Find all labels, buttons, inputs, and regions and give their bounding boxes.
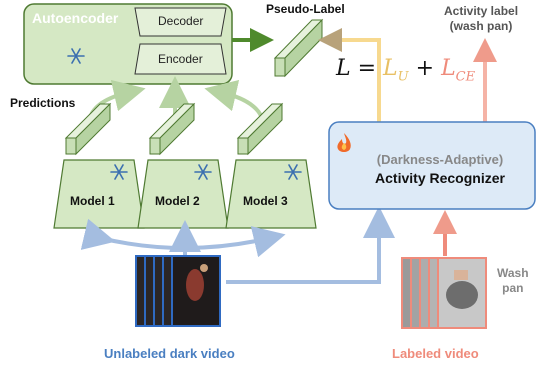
model-2-snowflake-icon <box>194 164 212 180</box>
activity-label-line2: (wash pan) <box>449 19 513 33</box>
wash-pan-line2: pan <box>502 281 524 295</box>
loss-ce-term: LCE <box>441 56 476 85</box>
predictions-label: Predictions <box>10 96 76 110</box>
prediction-vector-1 <box>64 102 112 156</box>
autoencoder-title: Autoencoder <box>32 10 119 26</box>
loss-plus: + <box>415 56 435 81</box>
labeled-video-label: Labeled video <box>392 346 479 361</box>
model-3-block <box>225 159 317 229</box>
model-1-snowflake-icon <box>110 164 128 180</box>
loss-eq: = <box>357 56 377 81</box>
loss-equation: L = LU + LCE <box>336 56 475 84</box>
recognizer-line1: (Darkness-Adaptive) <box>376 152 504 167</box>
model-2-label: Model 2 <box>155 194 200 208</box>
decoder-block <box>134 7 227 37</box>
pseudo-label-title: Pseudo-Label <box>266 2 345 16</box>
prediction-vector-2 <box>148 102 196 156</box>
fire-icon <box>337 133 351 152</box>
wash-pan-label: Wash pan <box>497 266 529 296</box>
loss-ce-subscript: CE <box>455 69 476 85</box>
decoder-label: Decoder <box>158 14 204 28</box>
loss-ce-symbol: L <box>441 56 456 81</box>
prediction-vector-3 <box>236 102 284 156</box>
snowflake-icon <box>67 48 85 64</box>
pseudo-label-vector <box>273 18 324 78</box>
activity-label-line1: Activity label <box>444 4 519 18</box>
model-1-label: Model 1 <box>70 194 115 208</box>
video-to-recognizer-arrow <box>226 206 395 284</box>
recognizer-to-pseudolabel-arrow <box>318 28 381 122</box>
recognizer-line2: Activity Recognizer <box>375 170 505 186</box>
unlabeled-video-frames <box>135 255 221 327</box>
prediction3-to-autoencoder-arrow <box>204 79 264 119</box>
activity-label-title: Activity label (wash pan) <box>444 4 518 34</box>
encoder-label: Encoder <box>158 52 203 66</box>
loss-unlabeled-term: LU <box>383 56 416 85</box>
loss-unlabeled-symbol: L <box>383 56 398 81</box>
loss-lhs: L <box>336 56 351 81</box>
model-3-snowflake-icon <box>284 164 302 180</box>
wash-pan-line1: Wash <box>497 266 529 280</box>
model-3-label: Model 3 <box>243 194 288 208</box>
loss-unlabeled-subscript: U <box>397 69 409 85</box>
recognizer-title: (Darkness-Adaptive) Activity Recognizer <box>356 150 524 188</box>
unlabeled-video-label: Unlabeled dark video <box>104 346 235 361</box>
encoder-block <box>134 43 227 75</box>
activity-recognizer-box <box>328 121 536 210</box>
labeled-video-frames <box>401 257 487 329</box>
